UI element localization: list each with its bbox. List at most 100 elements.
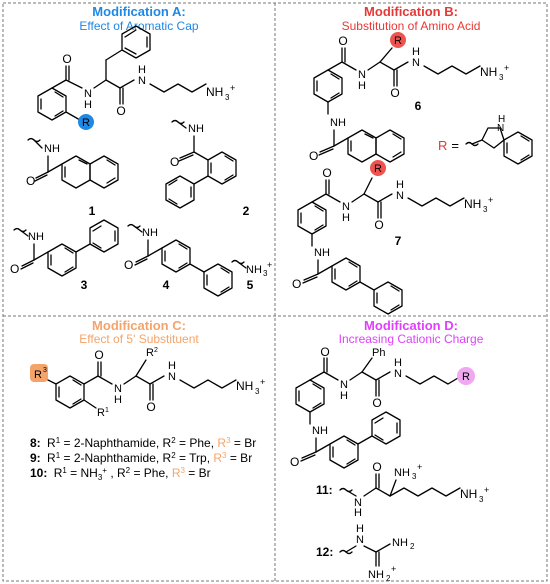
charge-plus: +	[488, 195, 493, 205]
oxygen-1: O	[26, 174, 35, 188]
nh3-5: NH	[246, 264, 262, 276]
n-label: N	[412, 57, 420, 69]
nh3-11: NH	[394, 467, 410, 479]
r-label-d: R	[462, 371, 470, 383]
panel-a-header: Modification A: Effect of Aromatic Cap	[79, 4, 198, 33]
h-label: H	[138, 64, 146, 76]
r-highlight-b	[390, 32, 406, 48]
r2-sup: 2	[154, 347, 158, 354]
n-12: N	[356, 534, 364, 546]
oxygen-7a: O	[322, 166, 331, 180]
h-label: H	[358, 80, 366, 92]
nh-3: NH	[28, 231, 44, 243]
panel-a-subtitle: Effect of Aromatic Cap	[79, 19, 198, 33]
oxygen-6b: O	[390, 86, 399, 100]
nh-4: NH	[142, 227, 158, 239]
oxygen-c1: O	[94, 348, 103, 362]
compound-4: NH O 4	[124, 223, 233, 297]
nh-label: N	[84, 88, 92, 100]
r-label-a: R	[82, 117, 90, 129]
compound-6: O N H R O H N NH 3 + NH O 6	[309, 32, 509, 163]
charge-plus: +	[504, 63, 509, 73]
h-11: H	[354, 507, 362, 519]
compound-label-7: 7	[395, 234, 402, 248]
svg-text:+: +	[417, 462, 422, 472]
compound-label-1: 1	[89, 204, 96, 218]
nh-2: NH	[188, 123, 204, 135]
r3-sup: 3	[43, 367, 47, 374]
compound-12: 12: H N NH 2 NH 2 +	[316, 523, 415, 583]
nh-7: NH	[314, 247, 330, 259]
oxygen-d2: O	[372, 396, 381, 410]
svg-text:3: 3	[479, 495, 484, 504]
oxygen-3: O	[10, 262, 19, 276]
nh-6: NH	[330, 117, 346, 129]
nh-11: N	[354, 497, 362, 509]
n-label: N	[358, 69, 366, 81]
panel-d-subtitle: Increasing Cationic Charge	[339, 332, 484, 346]
oxygen-4: O	[124, 258, 133, 272]
scaffold-d: O N H Ph O H N R NH O	[290, 345, 475, 469]
nh2p-12: NH	[368, 569, 384, 581]
h-label: H	[342, 212, 350, 224]
r2-label: R	[146, 347, 154, 359]
legend-c-row-9: 9: R1 = 2-Naphthamide, R2 = Trp, R3 = Br	[30, 447, 252, 465]
panel-c-header: Modification C: Effect of 5' Substituent	[79, 318, 199, 346]
oxygen-c2: O	[146, 400, 155, 414]
compound-2: NH O 2	[165, 119, 250, 218]
h-label: H	[412, 46, 420, 58]
nh-1: NH	[44, 143, 60, 155]
oxygen-a2: O	[116, 104, 125, 118]
subscript-3: 3	[263, 269, 268, 278]
svg-text:+: +	[484, 485, 489, 495]
r-highlight-d	[457, 367, 475, 385]
n-label: N	[114, 383, 122, 395]
subscript-3: 3	[499, 73, 504, 82]
subscript-3: 3	[255, 387, 260, 396]
oxygen-d1: O	[320, 345, 329, 359]
charge-plus: +	[267, 260, 272, 270]
ammonium-label: NH	[464, 197, 481, 211]
compound-1: NH O 1	[26, 137, 119, 218]
nh2-12: NH	[392, 537, 408, 549]
compound-7: O N H R O H N NH 3 + NH O 7	[292, 160, 493, 315]
panel-b-header: Modification B: Substitution of Amino Ac…	[342, 4, 481, 33]
h-label: H	[84, 99, 92, 111]
oxygen-6c: O	[309, 149, 318, 163]
oxygen-11: O	[372, 460, 381, 474]
compound-label-2: 2	[243, 204, 250, 218]
subscript-3: 3	[483, 205, 488, 214]
scaffold-a: O N H O H N NH 3 + R	[37, 25, 235, 130]
svg-text:+: +	[391, 564, 396, 574]
r-label-b: R	[394, 35, 402, 47]
n-label: N	[138, 75, 146, 87]
h-12: H	[356, 523, 364, 535]
nh-d: NH	[312, 425, 328, 437]
r-highlight-a	[78, 114, 94, 130]
h-label: H	[114, 394, 122, 406]
indole-n: N	[497, 123, 504, 134]
h-label: H	[340, 390, 348, 402]
n-label: N	[168, 371, 176, 383]
r3-label: R	[34, 369, 42, 381]
ammonium-label: NH	[236, 379, 253, 393]
compound-label-4: 4	[163, 278, 170, 292]
ammonium-label: NH	[206, 85, 223, 99]
ph-label: Ph	[372, 347, 385, 359]
r-label-b2: R	[374, 163, 382, 175]
indole-nh: H	[498, 114, 505, 125]
n-label: N	[394, 368, 402, 380]
legend-c-row-10: 10: R1 = NH3+ , R2 = Phe, R3 = Br	[30, 462, 211, 482]
panel-b-subtitle: Substitution of Amino Acid	[342, 19, 481, 33]
nh3-11b: NH	[460, 487, 477, 501]
oxygen-6a: O	[338, 34, 347, 48]
oxygen-7c: O	[292, 277, 301, 291]
oxygen-2: O	[170, 155, 179, 169]
panel-c-subtitle: Effect of 5' Substituent	[79, 332, 199, 346]
oxygen-7b: O	[374, 218, 383, 232]
ammonium-label: NH	[480, 65, 497, 79]
subscript-3: 3	[225, 93, 230, 102]
svg-text:2: 2	[386, 574, 391, 583]
